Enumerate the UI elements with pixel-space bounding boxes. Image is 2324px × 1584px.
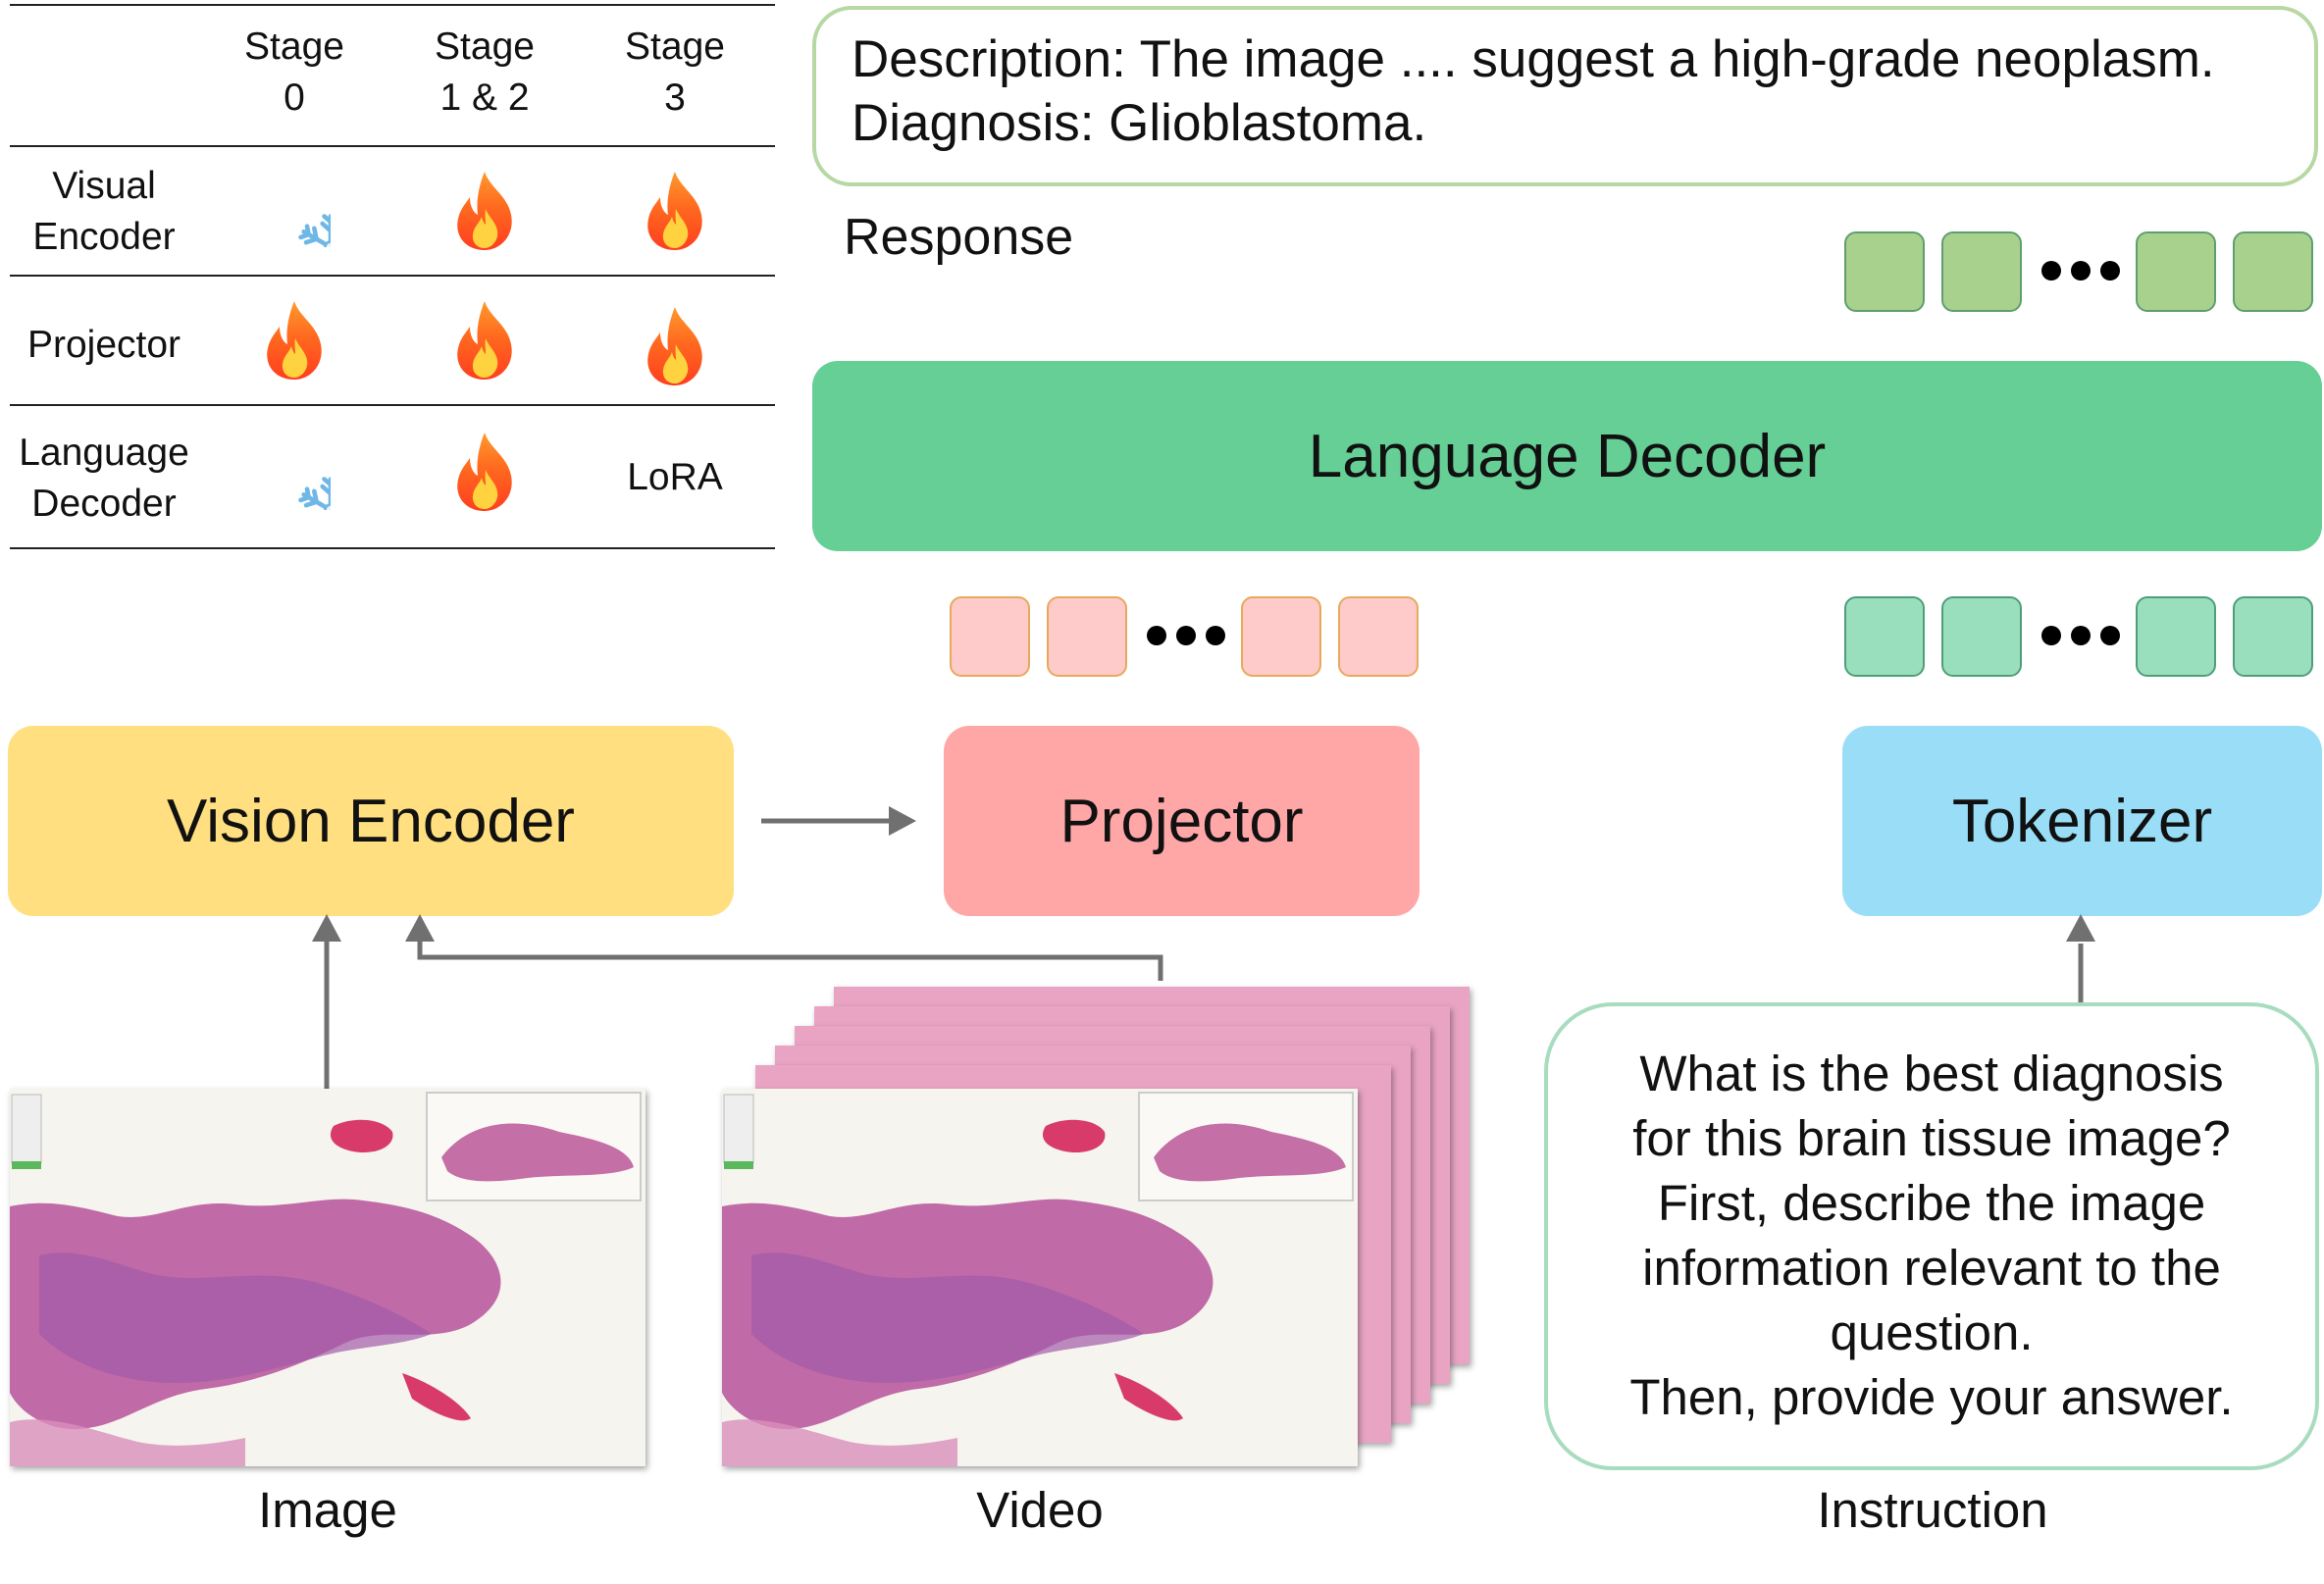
tokenizer-label: Tokenizer xyxy=(1951,787,2213,855)
visual-token xyxy=(950,596,1030,677)
table-row-rule xyxy=(10,275,775,277)
col-header-line: Stage xyxy=(625,26,725,68)
instruction-line: for this brain tissue image? xyxy=(1632,1110,2231,1166)
ellipsis-icon xyxy=(1147,626,1225,645)
col-header-line: 1 & 2 xyxy=(439,77,530,119)
row-label-line: Decoder xyxy=(31,483,177,525)
vision-encoder-label: Vision Encoder xyxy=(167,787,575,855)
tokenizer-block: Tokenizer xyxy=(1842,726,2322,916)
video-frame-front xyxy=(722,1089,1358,1466)
table-top-rule xyxy=(10,4,775,6)
text-token xyxy=(1844,596,1925,677)
row-label-visual-encoder: Visual Encoder xyxy=(0,161,208,263)
projector-block: Projector xyxy=(944,726,1420,916)
histology-video-frame xyxy=(722,1089,1358,1466)
row-label-line: Projector xyxy=(26,324,181,366)
instruction-line: question. xyxy=(1830,1304,2034,1360)
arrowhead-icon xyxy=(312,914,341,942)
table-bottom-rule xyxy=(10,547,775,549)
col-header-line: Stage xyxy=(435,26,535,68)
response-text: Description: The image .... suggest a hi… xyxy=(852,27,2215,155)
visual-token xyxy=(1338,596,1419,677)
col-header-stage-3: Stage 3 xyxy=(587,22,763,124)
instruction-text: What is the best diagnosis for this brai… xyxy=(1560,1042,2303,1430)
arrowhead-icon xyxy=(405,914,435,942)
table-row-rule xyxy=(10,404,775,406)
instruction-caption: Instruction xyxy=(1817,1482,2048,1538)
col-header-line: 3 xyxy=(664,77,686,119)
cell-language-decoder-stage-3: LoRA xyxy=(587,435,763,520)
response-token xyxy=(1941,231,2022,312)
instruction-box xyxy=(1544,1002,2319,1470)
arrow-video-to-encoder xyxy=(417,940,1163,981)
col-header-line: 0 xyxy=(284,77,305,119)
language-decoder-block: Language Decoder xyxy=(812,361,2322,551)
response-diagnosis: Diagnosis: Glioblastoma. xyxy=(852,94,1427,152)
image-caption: Image xyxy=(258,1482,397,1538)
visual-token xyxy=(1047,596,1127,677)
image-slide xyxy=(10,1089,646,1466)
row-label-line: Visual xyxy=(52,165,156,207)
row-label-language-decoder: Language Decoder xyxy=(0,428,208,530)
text-token xyxy=(2136,596,2216,677)
instruction-line: First, describe the image xyxy=(1657,1175,2206,1231)
response-token xyxy=(2136,231,2216,312)
response-token xyxy=(2233,231,2313,312)
video-caption: Video xyxy=(976,1482,1104,1538)
response-box xyxy=(812,6,2318,186)
instruction-line: Then, provide your answer. xyxy=(1629,1369,2234,1425)
arrowhead-icon xyxy=(2066,914,2095,942)
instruction-line: What is the best diagnosis xyxy=(1639,1046,2224,1101)
lora-label: LoRA xyxy=(627,456,723,498)
ellipsis-icon xyxy=(2041,261,2120,281)
visual-token xyxy=(1241,596,1321,677)
ellipsis-icon xyxy=(2041,626,2120,645)
histology-image xyxy=(10,1089,646,1466)
row-label-projector: Projector xyxy=(0,320,208,371)
row-label-line: Encoder xyxy=(32,216,176,258)
text-token xyxy=(2233,596,2313,677)
response-token xyxy=(1844,231,1925,312)
projector-label: Projector xyxy=(1059,787,1304,855)
vision-encoder-block: Vision Encoder xyxy=(8,726,734,916)
row-label-line: Language xyxy=(19,432,189,474)
arrowhead-icon xyxy=(889,806,916,836)
col-header-stage-0: Stage 0 xyxy=(206,22,383,124)
col-header-stage-1-2: Stage 1 & 2 xyxy=(396,22,573,124)
text-token xyxy=(1941,596,2022,677)
language-decoder-label: Language Decoder xyxy=(1308,422,1827,490)
table-header-rule xyxy=(10,145,775,147)
response-label: Response xyxy=(844,209,1074,266)
instruction-line: information relevant to the xyxy=(1642,1240,2221,1296)
col-header-line: Stage xyxy=(244,26,344,68)
response-description: Description: The image .... suggest a hi… xyxy=(852,30,2215,88)
